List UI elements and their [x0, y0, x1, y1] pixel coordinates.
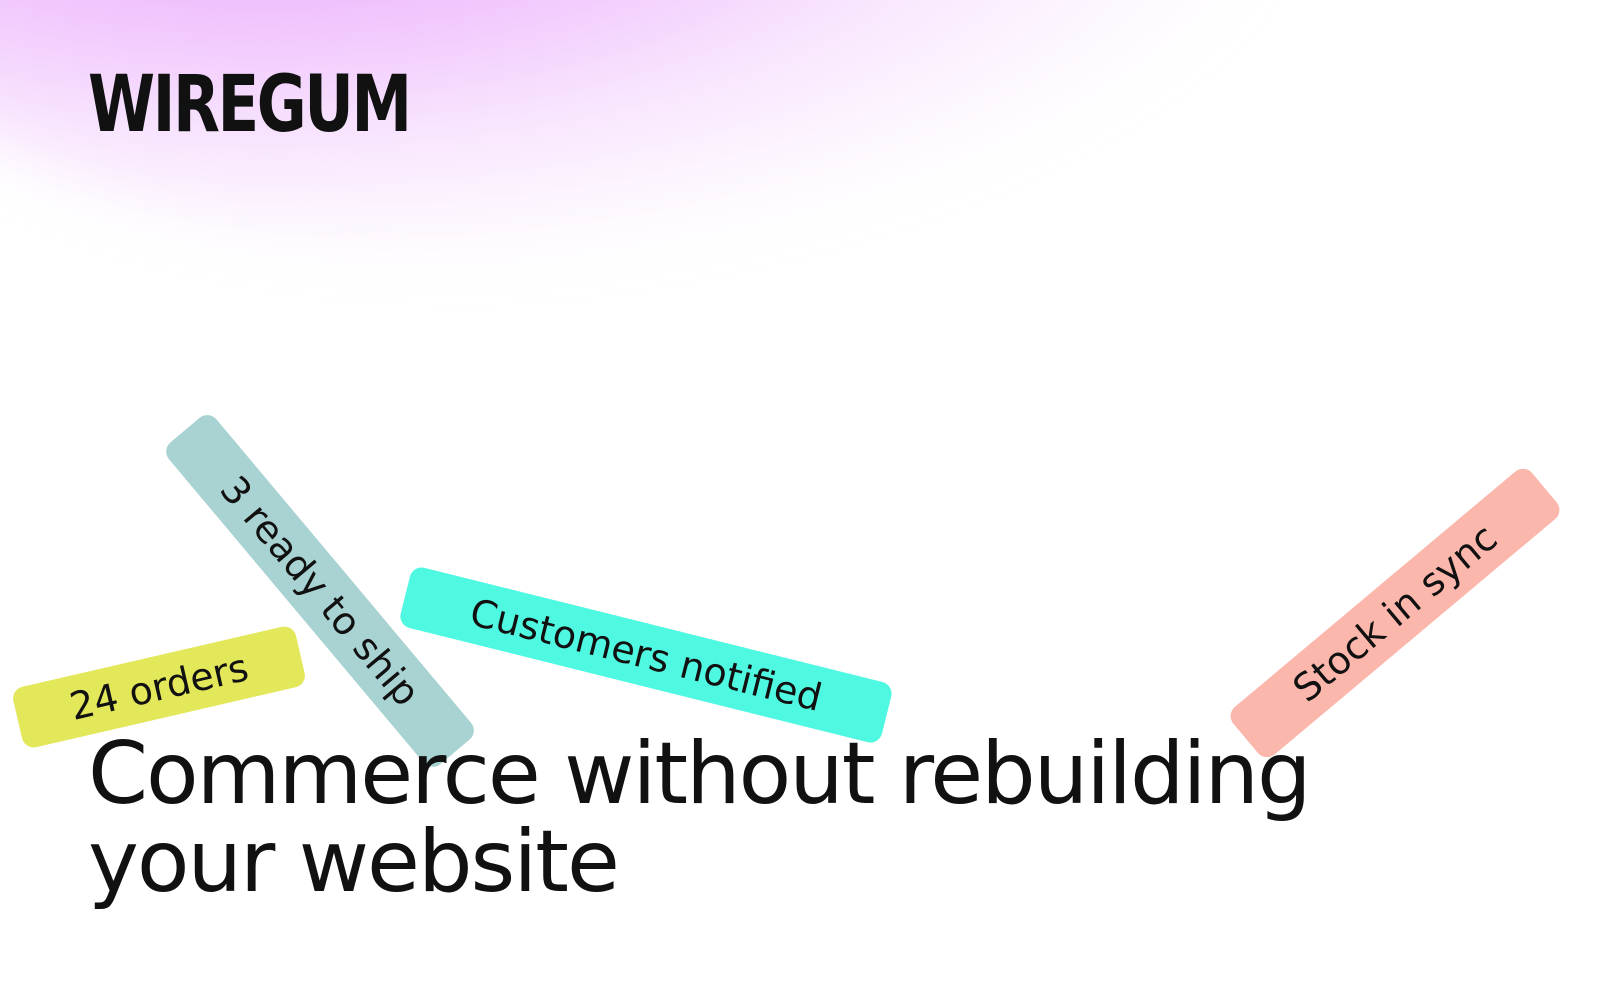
tag-customers-notified: Customers notified: [397, 564, 895, 746]
headline-line-2: your website: [88, 812, 620, 912]
headline-line-1: Commerce without rebuilding: [88, 724, 1312, 824]
hero-headline: Commerce without rebuilding your website: [88, 730, 1528, 906]
logo[interactable]: WIREGUM: [88, 60, 412, 150]
tag-stock-in-sync: Stock in sync: [1225, 463, 1565, 763]
